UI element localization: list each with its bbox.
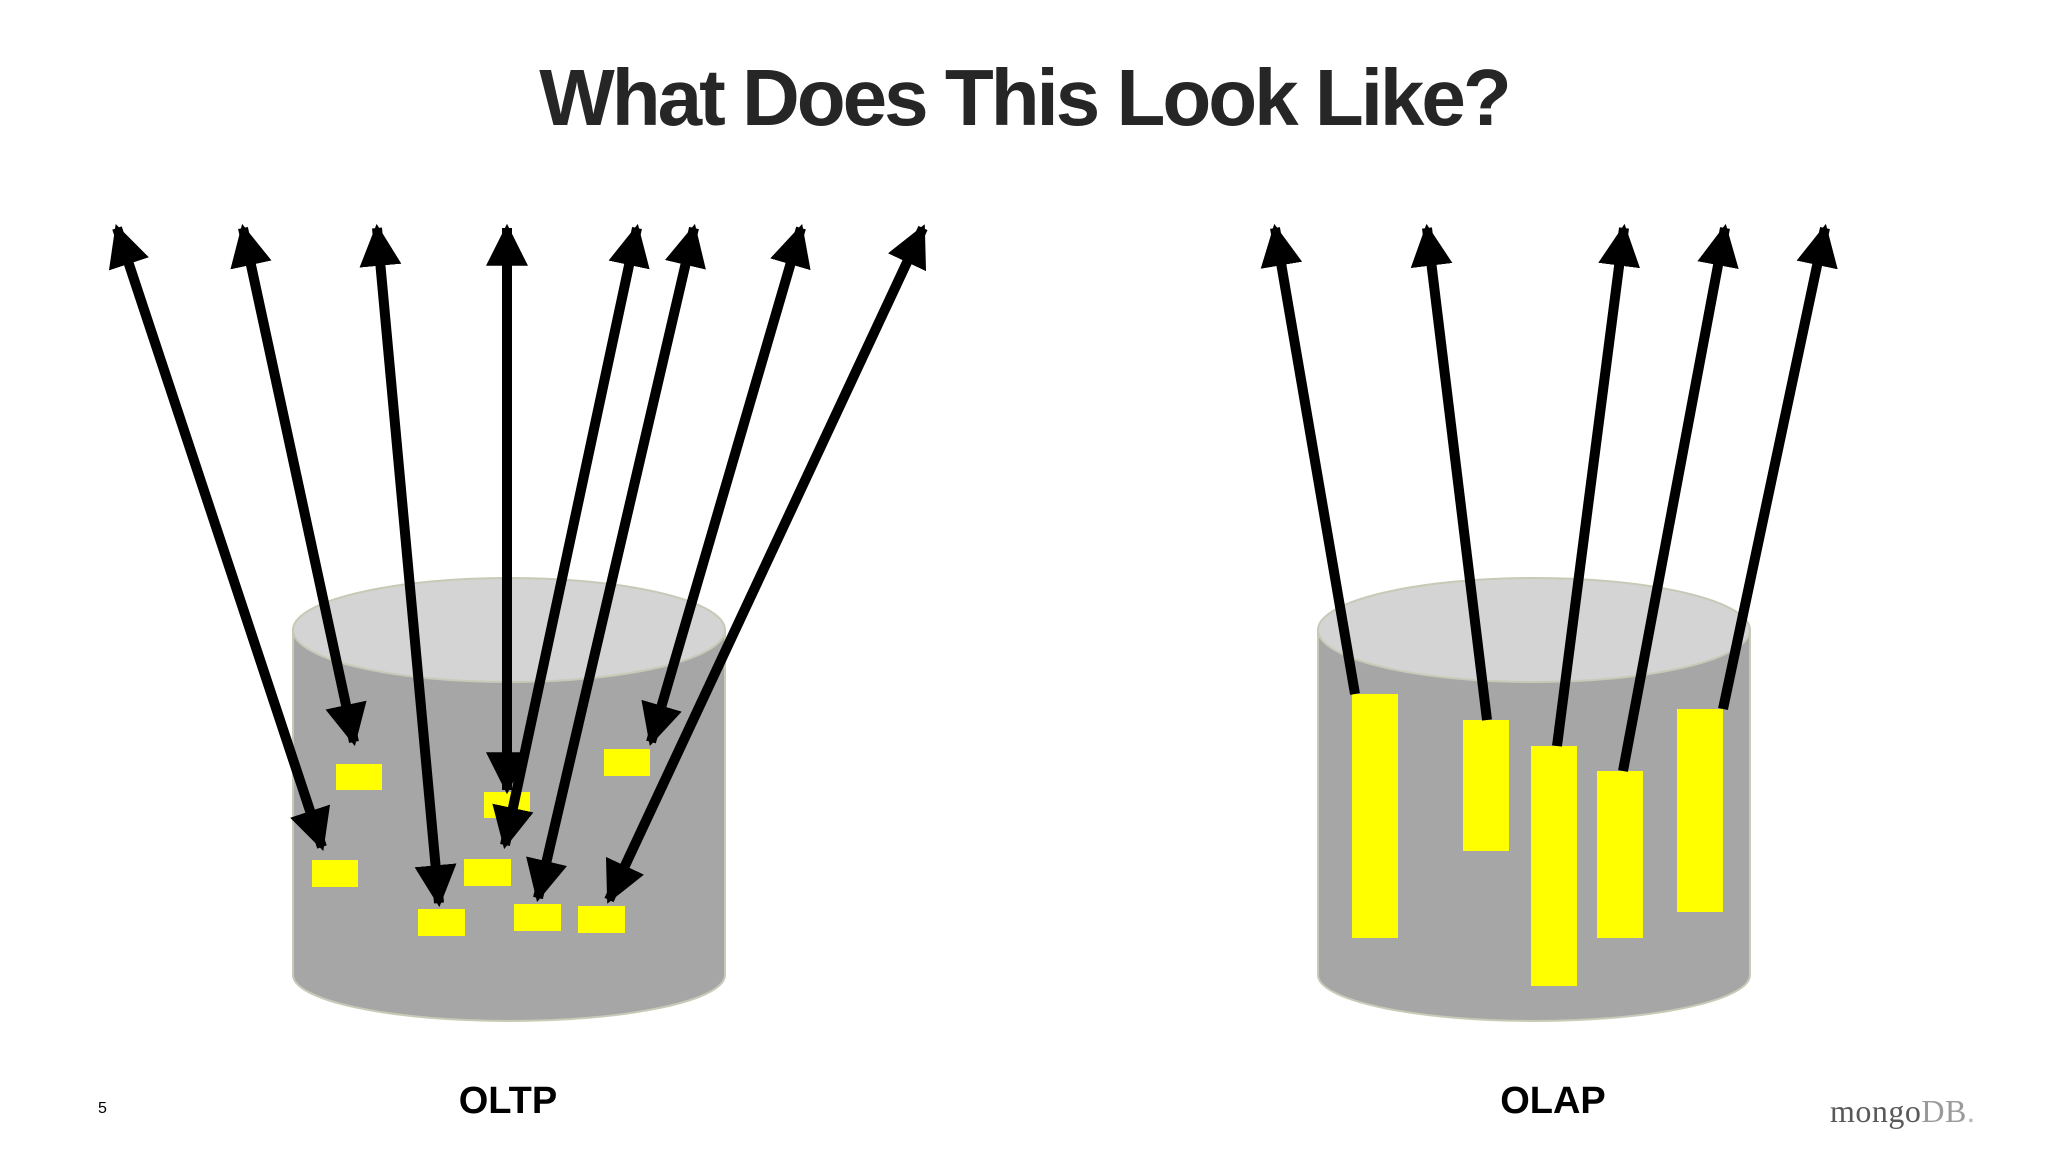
olap-label: OLAP	[1500, 1080, 1606, 1122]
olap-columns	[1352, 694, 1723, 986]
slide-number: 5	[98, 1100, 107, 1117]
olap-arrow	[1718, 223, 1838, 711]
oltp-record	[418, 909, 465, 936]
oltp-record	[514, 904, 561, 931]
oltp-record	[464, 859, 511, 886]
oltp-arrow	[604, 224, 928, 904]
olap-arrow	[1552, 223, 1640, 747]
logo-dot: .	[1966, 1093, 1976, 1129]
oltp-record	[578, 906, 625, 933]
olap-column	[1597, 771, 1643, 938]
mongodb-logo: mongoDB.	[1830, 1093, 1975, 1130]
olap-column	[1677, 709, 1723, 912]
oltp-record	[336, 764, 382, 790]
olap-arrow	[1410, 223, 1492, 721]
olap-arrow	[1260, 223, 1360, 695]
olap-column	[1531, 746, 1577, 986]
oltp-record	[312, 860, 358, 887]
logo-suffix: DB	[1921, 1093, 1967, 1129]
oltp-arrow	[230, 223, 367, 747]
olap-column	[1352, 694, 1398, 938]
oltp-arrow	[108, 224, 331, 851]
oltp-record	[604, 749, 650, 776]
logo-main: mongo	[1830, 1093, 1922, 1129]
olap-cylinder-top	[1317, 577, 1751, 683]
olap-arrows	[1260, 223, 1838, 772]
olap-arrow	[1618, 223, 1739, 772]
oltp-arrow	[359, 223, 457, 908]
olap-column	[1463, 720, 1509, 851]
oltp-arrows	[108, 223, 928, 908]
oltp-label: OLTP	[458, 1080, 558, 1122]
slide-title: What Does This Look Like?	[539, 53, 1512, 142]
